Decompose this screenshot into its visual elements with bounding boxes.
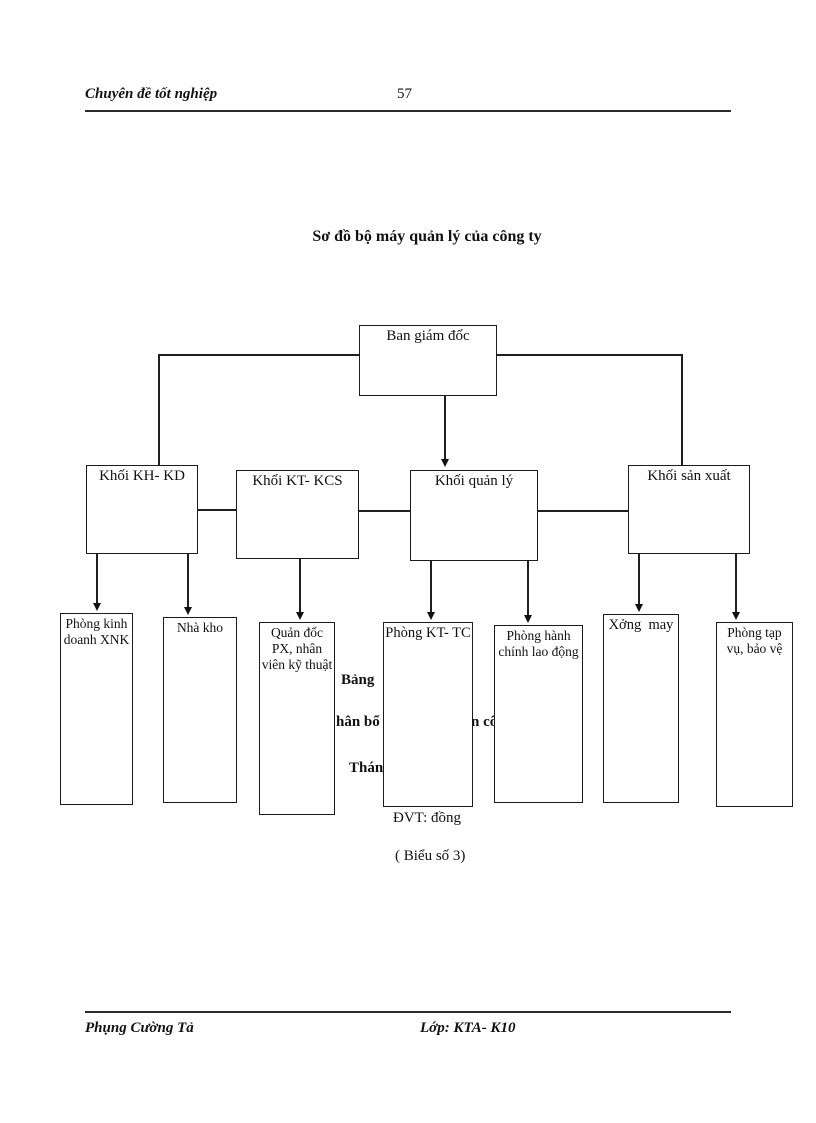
node-label: Phòng tạp vụ, bảo vệ [726, 625, 786, 656]
node-label: Phòng hành chính lao động [498, 628, 579, 659]
connector-quanly-sanxuat [538, 510, 628, 512]
arrow-head-hanh-chinh [523, 615, 532, 623]
org-node-phong-tap-vu: Phòng tạp vụ, bảo vệ [716, 622, 793, 807]
node-label: Phòng KT- TC [385, 625, 471, 641]
node-label: Khối quản lý [434, 473, 514, 489]
connector-top-left-horizontal [158, 354, 359, 356]
arrow-stem-nha-kho [187, 554, 189, 608]
org-node-xuong-may: Xởng may [603, 614, 679, 803]
connector-khkd-ktkcs [198, 509, 236, 511]
node-label: Nhà kho [176, 620, 224, 635]
arrow-stem-tap-vu [735, 554, 737, 613]
arrow-center-head [440, 459, 449, 467]
overlap-fragment-phan-bo: hân bổ k [336, 714, 392, 730]
connector-top-left-vertical [158, 354, 160, 465]
footer-rule [85, 1011, 731, 1013]
node-label: Khối sản xuất [647, 468, 731, 484]
org-node-ban-giam-doc: Ban giám đốc [359, 325, 497, 396]
arrow-head-kt-tc [426, 612, 435, 620]
arrow-stem-kt-tc [430, 561, 432, 613]
overlap-fragment-bang: Bảng [341, 672, 375, 688]
arrow-head-kinh-doanh [92, 603, 101, 611]
overlap-fragment-n-co: n cố [471, 714, 498, 730]
node-label: Khối KT- KCS [252, 473, 343, 489]
arrow-head-nha-kho [183, 607, 192, 615]
header-title: Chuyên đề tốt nghiệp [85, 86, 218, 102]
node-label: Phòng kinh doanh XNK [63, 616, 131, 647]
connector-ktkcs-quanly [359, 510, 410, 512]
overlap-fragment-thang: Tháng [349, 760, 391, 776]
org-node-khoi-kh-kd: Khối KH- KD [86, 465, 198, 554]
node-label: Ban giám đốc [386, 328, 470, 344]
arrow-head-xuong-may [634, 604, 643, 612]
org-node-khoi-kt-kcs: Khối KT- KCS [236, 470, 359, 559]
connector-top-right-horizontal [497, 354, 683, 356]
org-node-nha-kho: Nhà kho [163, 617, 237, 803]
org-node-phong-kt-tc: Phòng KT- TC [383, 622, 473, 807]
arrow-stem-quan-doc [299, 559, 301, 613]
header-rule [85, 110, 731, 112]
node-label: Khối KH- KD [99, 468, 185, 484]
diagram-title: Sơ đồ bộ máy quản lý của công ty [312, 228, 542, 245]
node-label: Quản đốc PX, nhân viên kỹ thuật [261, 625, 333, 672]
org-node-khoi-quan-ly: Khối quản lý [410, 470, 538, 561]
arrow-center-stem [444, 396, 446, 460]
arrow-stem-kinh-doanh [96, 554, 98, 604]
figure-caption: ( Biểu số 3) [395, 848, 466, 864]
page-number: 57 [397, 86, 412, 102]
connector-top-right-vertical [681, 354, 683, 465]
org-node-phong-kinh-doanh-xnk: Phòng kinh doanh XNK [60, 613, 133, 805]
arrow-head-quan-doc [295, 612, 304, 620]
arrow-head-tap-vu [731, 612, 740, 620]
footer-class: Lớp: KTA- K10 [420, 1020, 516, 1036]
footer-author: Phụng Cường Tả [85, 1020, 194, 1036]
arrow-stem-hanh-chinh [527, 561, 529, 616]
org-node-quan-doc-px: Quản đốc PX, nhân viên kỹ thuật [259, 622, 335, 815]
arrow-stem-xuong-may [638, 554, 640, 605]
org-node-phong-hanh-chinh: Phòng hành chính lao động [494, 625, 583, 803]
unit-note: ĐVT: đồng [393, 810, 461, 826]
org-node-khoi-san-xuat: Khối sản xuất [628, 465, 750, 554]
node-label: Xởng may [608, 617, 674, 633]
